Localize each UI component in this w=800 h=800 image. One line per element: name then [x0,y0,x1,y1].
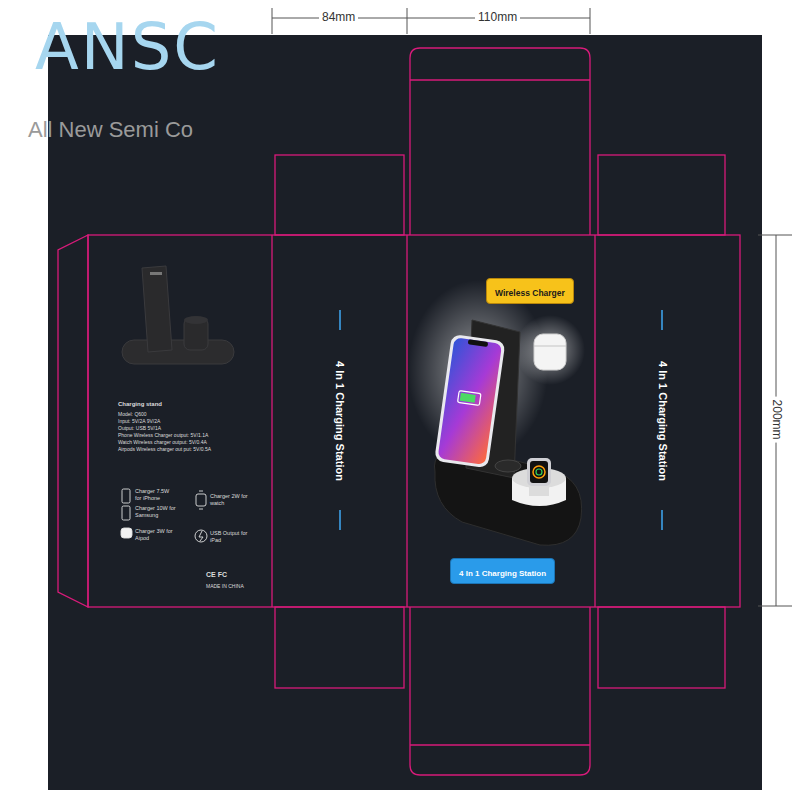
back-panel: Charging standModel: Q600Input: 5V/2A 9V… [88,235,272,607]
product-thumbnail [122,266,234,364]
badge: 4 In 1 Charging Station [450,558,555,584]
spec-text: USB Output for iPad [210,530,250,543]
spec-text: Watch Wireless charger output: 5V/0.4A [118,439,207,445]
badge: Wireless Charger [486,278,574,304]
side-title: 4 In 1 Charging Station [334,361,346,481]
side-panel: 4 In 1 Charging Station [272,235,407,607]
side-panel: 4 In 1 Charging Station [595,235,730,607]
spec-text: Charger 7.5W for iPhone [135,488,177,501]
feature-icons [121,489,207,542]
badge-text: Wireless Charger [495,288,565,298]
watermark: All New Semi Co [28,118,193,142]
side-title: 4 In 1 Charging Station [657,361,669,481]
spec-text: Phone Wireless Charger output: 5V/1.1A [118,432,208,438]
spec-text: Charger 10W for Samsung [135,505,181,518]
spec-text: Charging stand [118,401,162,408]
dimension-label: 84mm [319,11,358,24]
dimension-lines [272,8,792,606]
spec-text: Model: Q600 [118,411,147,417]
spec-text: CE FC [206,571,227,579]
dimension-label: 110mm [475,11,520,24]
print-ground [48,35,762,790]
product-illustration [408,280,585,545]
spec-text: MADE IN CHINA [206,583,244,589]
die-cut-lines [58,48,740,775]
dimension-label: 200mm [769,397,782,443]
logo-text: ANSC [35,12,220,82]
spec-text: Input: 5V/2A 9V/2A [118,418,160,424]
spec-text: Output: USB 5V/1A [118,425,161,431]
badge-text: 4 In 1 Charging Station [459,569,546,578]
spec-text: Charger 3W for Aipod [135,528,175,541]
spec-text: Charger 2W for watch [210,493,250,506]
spec-text: Airpods Wireless charger out put: 5V/0.5… [118,446,211,452]
